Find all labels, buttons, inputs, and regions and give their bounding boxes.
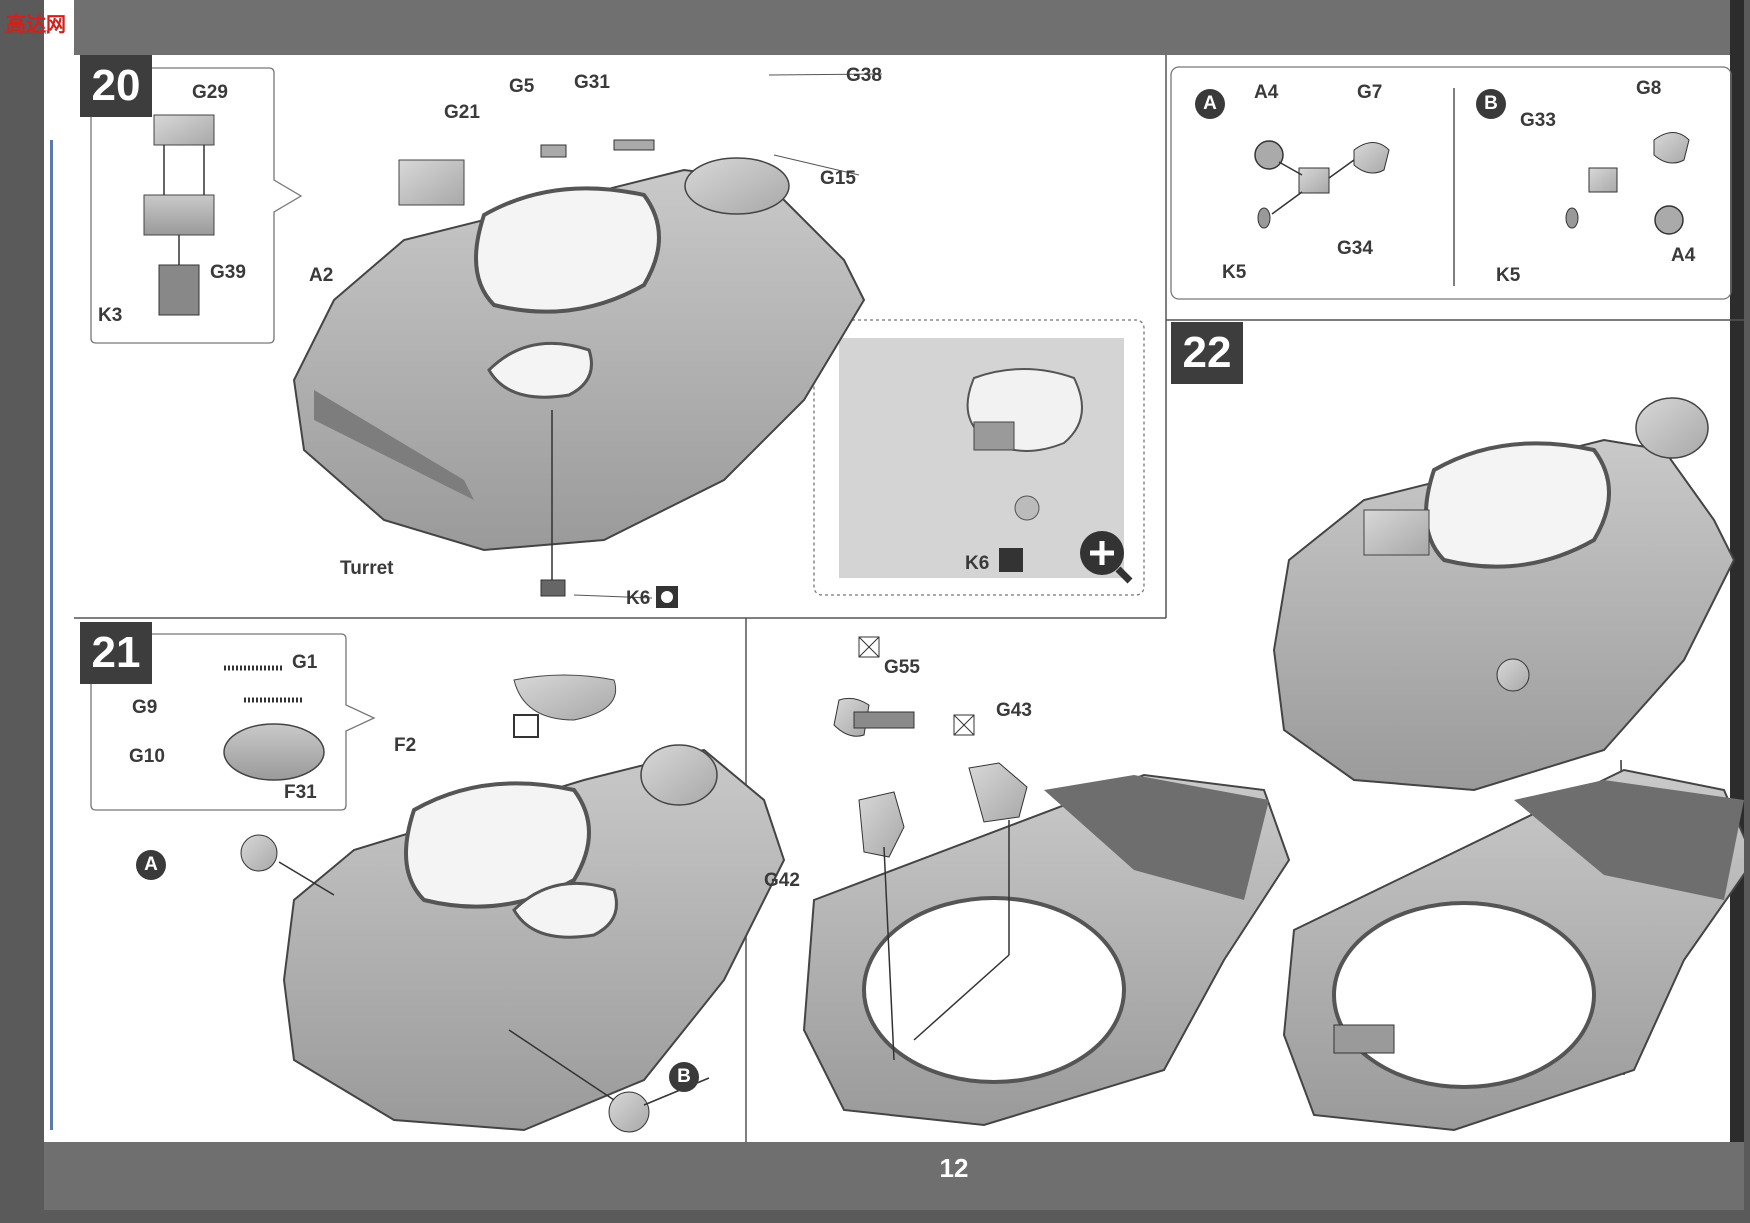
binding-edge: [1730, 0, 1744, 1210]
part-label: A2: [309, 265, 334, 286]
page-number: 12: [939, 1153, 969, 1183]
logo-subtext: www.gaoda.com: [4, 30, 49, 36]
part-label: G10: [129, 746, 165, 767]
part-label: F2: [394, 735, 417, 756]
paint-drop-icon: [999, 548, 1023, 572]
part-label: G39: [210, 262, 246, 283]
marker-a-21: A: [136, 850, 166, 880]
part-label: G5: [509, 76, 535, 97]
cement-cross-icon: [858, 636, 880, 658]
part-label: K3: [98, 305, 123, 326]
part-label: G34: [1337, 238, 1373, 259]
part-label: G29: [192, 82, 228, 103]
part-label: G1: [292, 652, 318, 673]
step21-detail-box: [90, 633, 376, 811]
marker-a: A: [1195, 89, 1225, 119]
marker-b-21: B: [669, 1062, 699, 1092]
left-margin: [44, 0, 74, 1210]
part-label: K6: [626, 588, 651, 609]
paint-drop-icon: [656, 586, 678, 608]
site-logo: 高达网 www.gaoda.com: [0, 4, 80, 38]
part-label: G15: [820, 168, 856, 189]
part-label: G42: [764, 870, 800, 891]
part-label: K5: [1496, 265, 1521, 286]
part-label: K5: [1222, 262, 1247, 283]
bottom-band: [44, 1142, 1744, 1210]
instruction-page: 20 21 22 G29 G39 K3 G21 G5 G31 G38 G15 A…: [44, 0, 1744, 1210]
top-band: [44, 0, 1744, 55]
diagram-canvas: [74, 55, 1744, 1142]
logo-text: 高达网: [6, 14, 66, 36]
part-label: Turret: [340, 558, 394, 579]
part-label: G31: [574, 72, 610, 93]
part-label: G43: [996, 700, 1032, 721]
part-label: G33: [1520, 110, 1556, 131]
part-label: G38: [846, 65, 882, 86]
marker-b: B: [1476, 89, 1506, 119]
part-label: G21: [444, 102, 480, 123]
part-label: G55: [884, 657, 920, 678]
step20-detail-box: [90, 67, 303, 344]
part-label: G8: [1636, 78, 1662, 99]
part-label: A4: [1671, 245, 1696, 266]
step-number-22: 22: [1171, 322, 1243, 384]
part-label: G9: [132, 697, 158, 718]
cement-cross-icon-2: [953, 714, 975, 736]
zoom-box: [813, 319, 1145, 596]
step-number-20: 20: [80, 55, 152, 117]
step-number-21: 21: [80, 622, 152, 684]
part-label: F31: [284, 782, 317, 803]
magnifier-plus-icon: [1080, 531, 1133, 584]
part-label: G7: [1357, 82, 1383, 103]
zoom-part-label: K6: [965, 553, 990, 574]
part-label: A4: [1254, 82, 1279, 103]
subassembly-box: [1170, 66, 1732, 300]
